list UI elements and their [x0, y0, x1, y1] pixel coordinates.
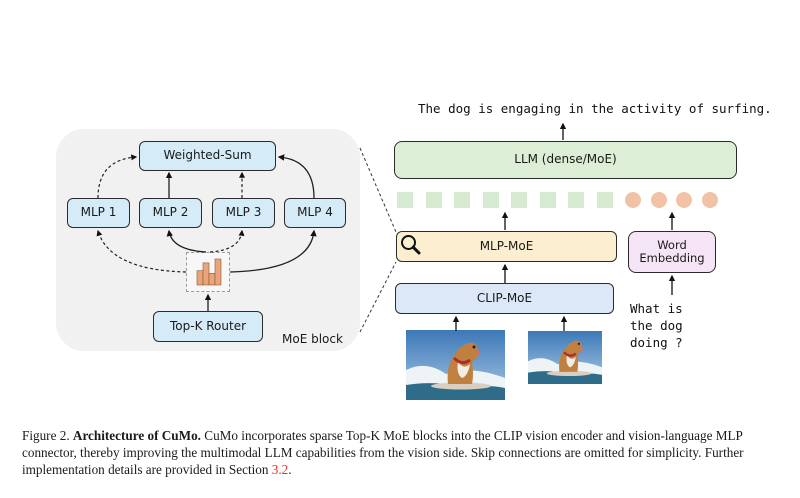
arrow-router-to-mlp1	[96, 229, 187, 273]
expert-label: MLP 1	[80, 205, 117, 220]
expert-box-mlp-3: MLP 3	[212, 198, 275, 228]
word-embedding-label: Word Embedding	[639, 237, 705, 265]
zoom-line-bottom	[359, 261, 397, 333]
visual-token	[425, 192, 442, 208]
moe-block-label: MoE block	[282, 332, 343, 346]
visual-token	[596, 192, 613, 208]
text-token	[625, 192, 641, 208]
top-k-router-box: Top-K Router	[153, 311, 263, 342]
magnifier-icon	[401, 235, 421, 255]
llm-label: LLM (dense/MoE)	[514, 152, 617, 167]
weighted-sum-box: Weighted-Sum	[139, 141, 276, 171]
text-token	[650, 192, 667, 208]
visual-token	[454, 192, 470, 208]
word-embedding-box: Word Embedding	[628, 231, 716, 273]
text-token	[701, 192, 718, 208]
visual-token	[539, 192, 556, 208]
question-text: What is the dog doing ?	[630, 301, 683, 350]
weighted-sum-label: Weighted-Sum	[163, 148, 252, 163]
dog-surfing-image-small	[528, 331, 602, 384]
zoom-line-top	[359, 147, 397, 233]
top-k-router-label: Top-K Router	[169, 318, 247, 333]
mlp-moe-label: MLP-MoE	[479, 238, 534, 253]
text-token	[676, 192, 692, 208]
figure-caption: Figure 2. Architecture of CuMo. CuMo inc…	[22, 427, 782, 478]
section-reference-link[interactable]: 3.2	[271, 462, 289, 477]
router-bar	[214, 258, 222, 286]
output-text: The dog is engaging in the activity of s…	[418, 101, 772, 116]
dog-surfing-image-large	[406, 330, 505, 400]
expert-label: MLP 2	[152, 205, 189, 220]
visual-token	[397, 192, 413, 208]
expert-box-mlp-2: MLP 2	[139, 198, 202, 228]
visual-token	[511, 192, 527, 208]
expert-label: MLP 4	[297, 205, 333, 220]
expert-label: MLP 3	[225, 205, 262, 220]
arrow-router-to-mlp2	[166, 229, 207, 253]
arrow-mlp1-to-sum	[97, 154, 138, 199]
caption-prefix: Figure 2.	[22, 428, 70, 443]
caption-suffix: .	[288, 462, 292, 477]
arrow-router-to-mlp4	[229, 229, 317, 273]
llm-box: LLM (dense/MoE)	[394, 141, 737, 179]
arrow-router-to-mlp3	[209, 229, 245, 253]
clip-moe-label: CLIP-MoE	[476, 290, 533, 305]
visual-token	[568, 192, 584, 208]
caption-title: Architecture of CuMo.	[72, 428, 201, 443]
router-output	[186, 252, 230, 292]
expert-box-mlp-4: MLP 4	[284, 198, 346, 228]
mlp-moe-box: MLP-MoE	[396, 231, 617, 262]
expert-box-mlp-1: MLP 1	[67, 198, 130, 228]
arrow-mlp4-to-sum	[277, 154, 315, 199]
visual-token	[482, 192, 499, 208]
bar-chart-icon	[196, 258, 222, 286]
caption-body: CuMo incorporates sparse Top-K MoE block…	[22, 428, 744, 477]
clip-moe-box: CLIP-MoE	[395, 283, 614, 314]
